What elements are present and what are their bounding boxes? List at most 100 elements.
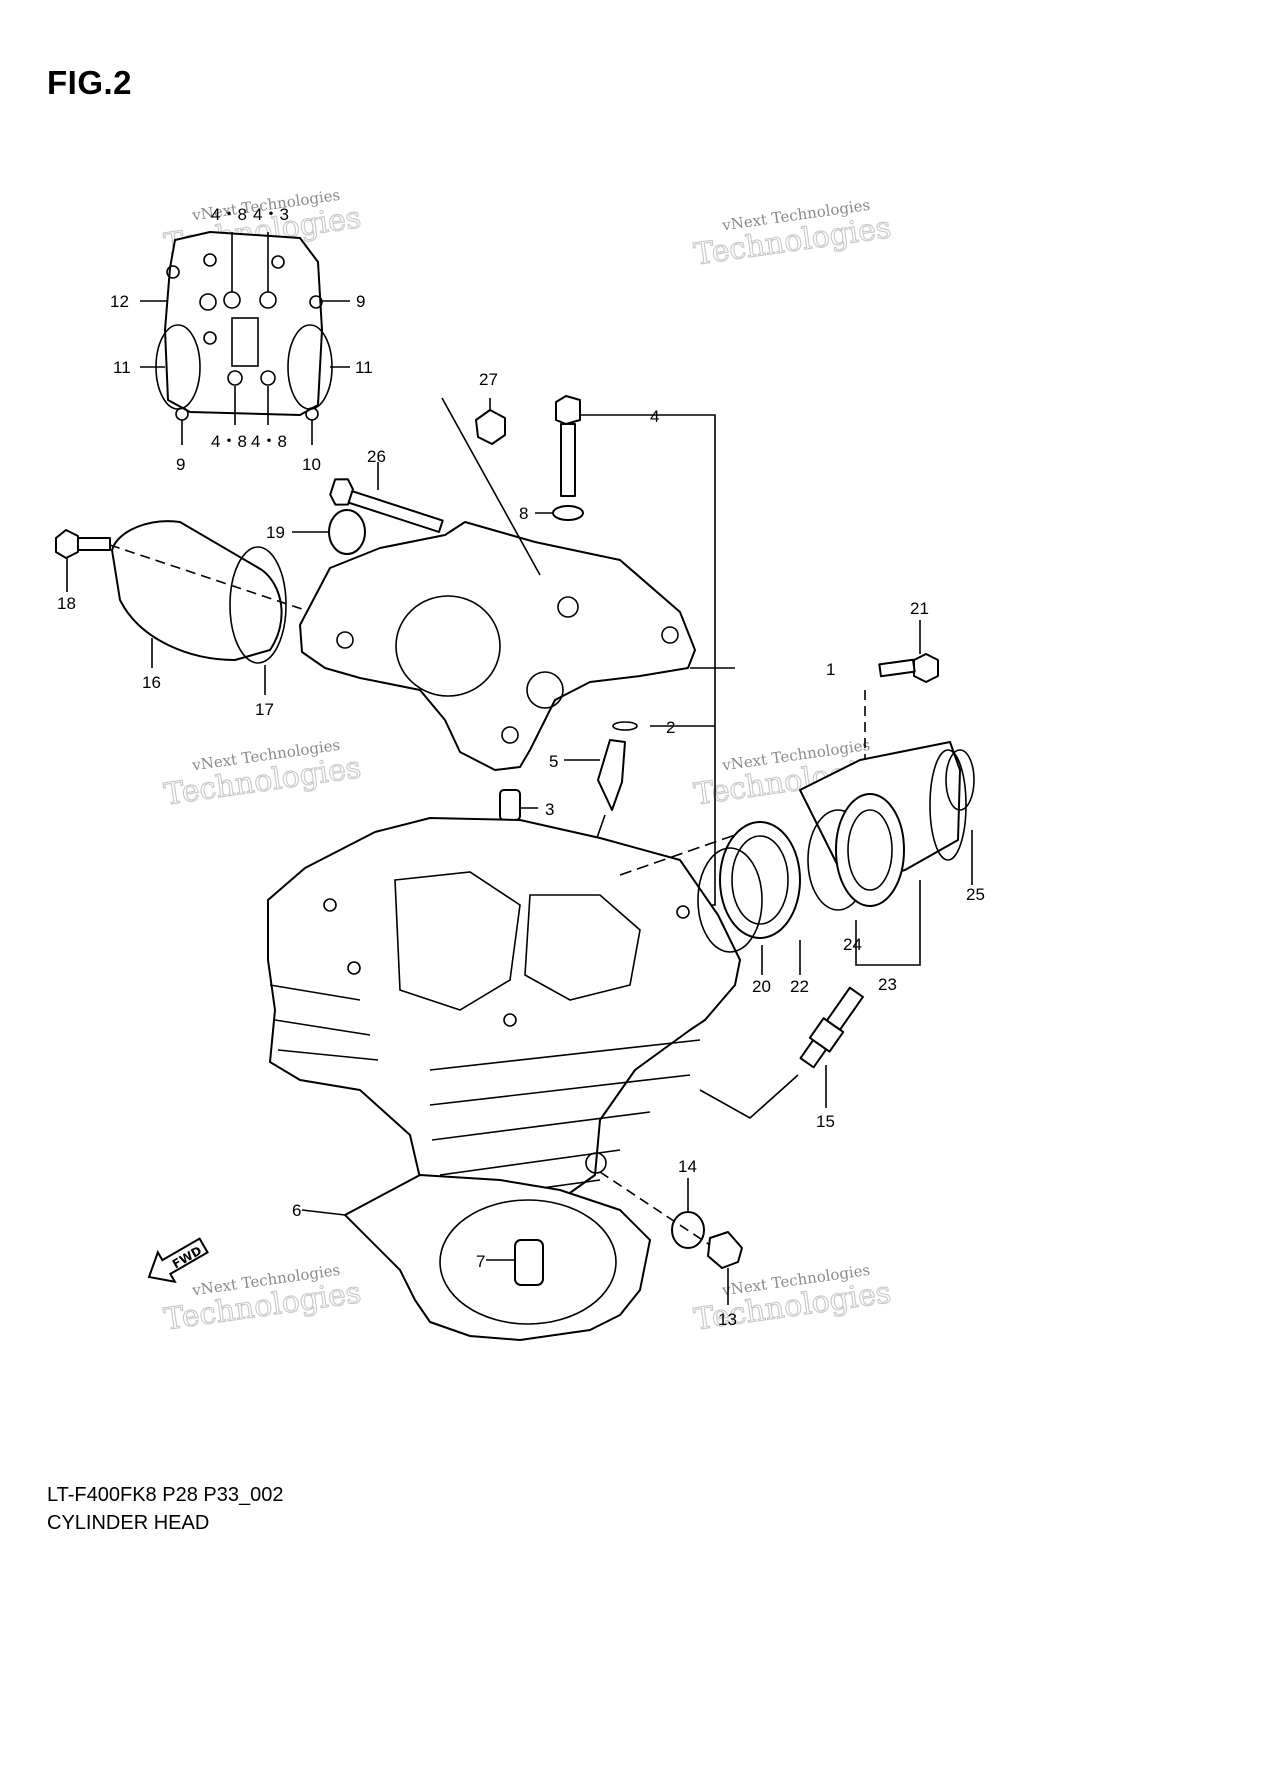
- callout-17: 17: [255, 700, 274, 719]
- part-15-spark-plug: [799, 986, 864, 1069]
- callout-25: 25: [966, 885, 985, 904]
- callout-22: 22: [790, 977, 809, 996]
- callout-13: 13: [718, 1310, 737, 1329]
- callout-11-right: 11: [355, 358, 373, 377]
- cooling-fins-left: [269, 984, 379, 1061]
- part-22-spacer-bore: [731, 835, 789, 925]
- part-5-valve-guide: [597, 739, 626, 811]
- valve-chamber-right: [524, 894, 641, 1001]
- part-13-plug: [707, 1231, 743, 1269]
- head-bolt-hole: [676, 905, 690, 919]
- callout-5: 5: [549, 752, 558, 771]
- inset-hole: [199, 293, 217, 311]
- callout-7: 7: [476, 1252, 485, 1271]
- part-19-seal: [328, 509, 366, 555]
- part-18-bolt: [55, 529, 111, 559]
- intake-pipe-clamp: [945, 749, 975, 811]
- part-17-oring: [229, 546, 287, 664]
- inset-hole: [227, 370, 243, 386]
- watermark-bottom-left: Technologies vNext Technologies: [161, 1261, 364, 1338]
- head-cover-port: [395, 595, 501, 697]
- callout-6: 6: [292, 1201, 301, 1220]
- inset-hole: [271, 255, 285, 269]
- inset-center-boss: [231, 317, 259, 367]
- callout-12: 12: [110, 292, 129, 311]
- callout-9-bottom: 9: [176, 455, 185, 474]
- leader-27-assembly: [441, 397, 541, 576]
- watermark-mid-left: Technologies vNext Technologies: [161, 736, 364, 813]
- head-cover-hole: [501, 726, 519, 744]
- part-7-dowel: [514, 1239, 544, 1286]
- head-cover-hole: [661, 626, 679, 644]
- inset-hole: [203, 253, 217, 267]
- inset-hole: [203, 331, 217, 345]
- part-24-gasket: [835, 793, 905, 907]
- watermark-top-right: Technologies vNext Technologies: [691, 196, 894, 273]
- callout-21: 21: [910, 599, 929, 618]
- part-20-oring: [697, 847, 763, 953]
- head-cover-hole: [557, 596, 579, 618]
- callout-4-8-bottom-left: 4・8: [211, 432, 247, 451]
- bracket-23: [855, 880, 921, 966]
- inset-hole: [166, 265, 180, 279]
- callout-1: 1: [826, 660, 835, 679]
- callout-16: 16: [142, 673, 161, 692]
- part-name: CYLINDER HEAD: [47, 1512, 210, 1534]
- callout-4-8-bottom-right: 4・8: [251, 432, 287, 451]
- inset-cover-outline: [164, 231, 323, 416]
- inset-head-cover-detail: [140, 231, 350, 445]
- part-26-bolt: [329, 478, 444, 533]
- callout-4-8-top: 4・8: [211, 205, 247, 224]
- callout-3: 3: [545, 800, 554, 819]
- gasket-bore: [439, 1199, 617, 1325]
- head-cover-boss: [526, 671, 564, 709]
- part-6-gasket: [344, 1174, 651, 1341]
- part-4-bolt: [555, 395, 581, 497]
- callout-26: 26: [367, 447, 386, 466]
- head-cover-hole: [336, 631, 354, 649]
- part-1-head-cover: [299, 521, 696, 771]
- part-16-cap: [111, 520, 283, 661]
- assembly-axis-intake: [619, 834, 736, 876]
- callout-labels: 1 2 3 4 5 6 7 8 9 9 10 11 11 12 13 14 15…: [57, 205, 985, 1329]
- assembly-axis-13: [599, 1171, 711, 1246]
- callout-4-3-top: 4・3: [253, 205, 289, 224]
- cooling-fins-front: [429, 1039, 701, 1201]
- intake-pipe-outlet: [929, 749, 967, 861]
- part-2-cotter: [612, 721, 638, 731]
- part-27-nut: [475, 409, 506, 445]
- inset-hole: [175, 407, 189, 421]
- model-code: LT-F400FK8 P28 P33_002: [47, 1484, 284, 1506]
- spark-plug-assembly-line: [699, 1074, 799, 1119]
- callout-19: 19: [266, 523, 285, 542]
- callout-2: 2: [666, 718, 675, 737]
- inset-hole: [260, 370, 276, 386]
- callout-23: 23: [878, 975, 897, 994]
- callout-24: 24: [843, 935, 862, 954]
- part-3-dowel: [499, 789, 521, 821]
- part-21-bolt: [878, 653, 939, 683]
- inset-hole: [309, 295, 323, 309]
- part-8-washer: [552, 505, 584, 521]
- callout-27: 27: [479, 370, 498, 389]
- callout-4: 4: [650, 407, 659, 426]
- figure-title: FIG.2: [47, 64, 133, 101]
- valve-chamber-left: [394, 871, 521, 1011]
- inset-hole: [305, 407, 319, 421]
- cylinder-head-body: [267, 817, 741, 1211]
- head-bolt-hole: [347, 961, 361, 975]
- callout-18: 18: [57, 594, 76, 613]
- callout-9-right: 9: [356, 292, 365, 311]
- head-bolt-hole: [323, 898, 337, 912]
- head-bolt-hole: [503, 1013, 517, 1027]
- callout-11-left: 11: [113, 358, 131, 377]
- oil-port: [585, 1152, 607, 1174]
- callout-20: 20: [752, 977, 771, 996]
- callout-8: 8: [519, 504, 528, 523]
- leader-6: [301, 1209, 346, 1216]
- part-24-gasket-bore: [847, 809, 893, 891]
- callout-14: 14: [678, 1157, 697, 1176]
- callout-15: 15: [816, 1112, 835, 1131]
- callout-10: 10: [302, 455, 321, 474]
